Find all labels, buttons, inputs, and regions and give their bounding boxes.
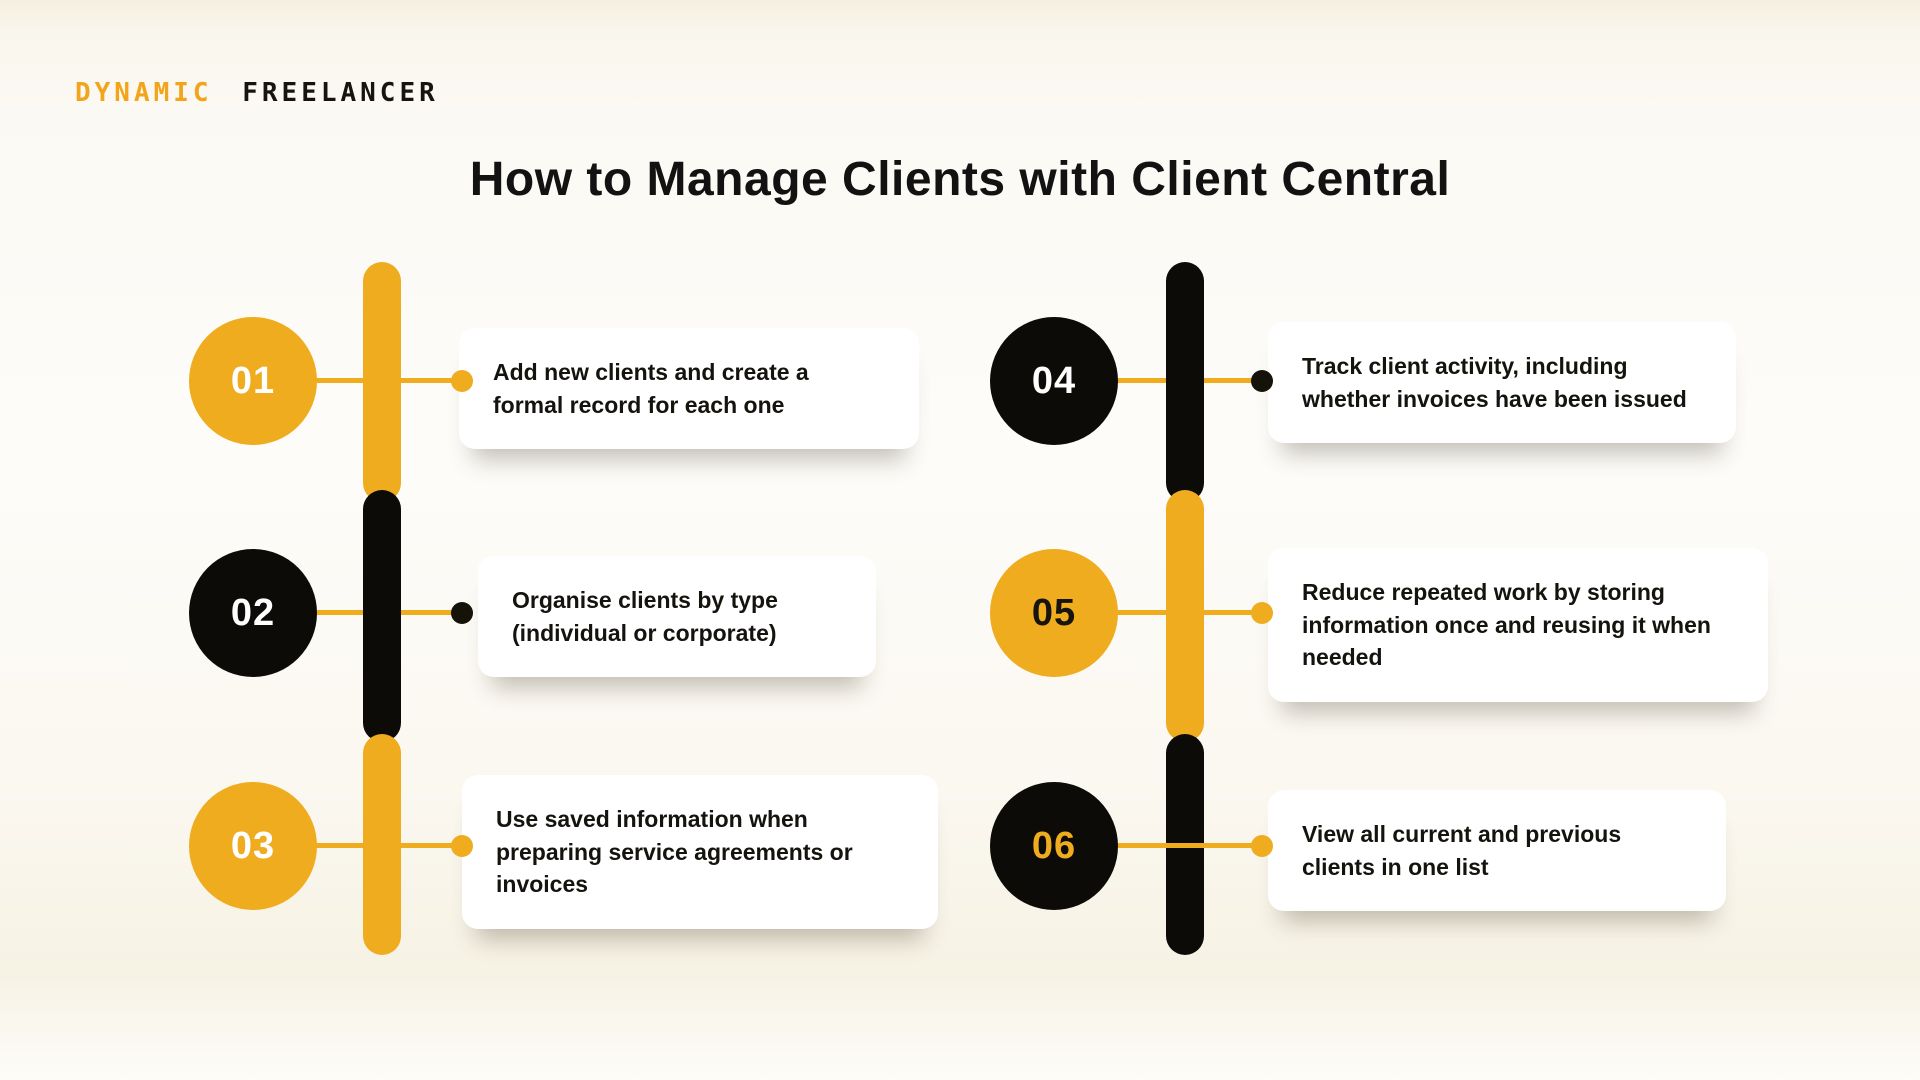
step-number: 03 (230, 824, 276, 867)
step-number: 05 (1031, 591, 1077, 634)
step-number-circle: 03 (189, 782, 317, 910)
step-card: Reduce repeated work by storing informat… (1268, 548, 1768, 702)
step-number-circle: 05 (990, 549, 1118, 677)
brand-logo: DYNAMIC FREELANCER (75, 78, 439, 108)
step-number: 02 (230, 591, 276, 634)
connector-dot (451, 370, 473, 392)
step-text: Reduce repeated work by storing informat… (1302, 579, 1711, 671)
connector-line (1054, 378, 1262, 383)
bar-segment (1166, 490, 1204, 742)
step-card: View all current and previous clients in… (1268, 790, 1726, 912)
connector-dot (1251, 835, 1273, 857)
bar-segment (363, 262, 401, 502)
connector-dot (451, 602, 473, 624)
step-number-circle: 01 (189, 317, 317, 445)
step-number-circle: 04 (990, 317, 1118, 445)
bar-segment (363, 490, 401, 742)
connector-line (253, 378, 462, 383)
connector-dot (1251, 602, 1273, 624)
step-number-circle: 06 (990, 782, 1118, 910)
brand-logo-freelancer: FREELANCER (242, 78, 439, 108)
connector-line (253, 610, 462, 615)
step-number: 01 (230, 359, 276, 402)
step-text: Track client activity, including whether… (1302, 353, 1687, 412)
brand-logo-dynamic: DYNAMIC (75, 78, 213, 108)
bar-segment (1166, 262, 1204, 502)
page-title: How to Manage Clients with Client Centra… (469, 153, 1451, 206)
bar-segment (363, 734, 401, 955)
step-card: Add new clients and create a formal reco… (459, 328, 919, 450)
connector-line (1054, 610, 1262, 615)
step-text: Add new clients and create a formal reco… (493, 359, 809, 418)
step-text: Organise clients by type (individual or … (512, 587, 778, 646)
connector-line (253, 843, 462, 848)
step-number: 06 (1031, 824, 1077, 867)
step-number-circle: 02 (189, 549, 317, 677)
connector-dot (451, 835, 473, 857)
timeline-bar-right (1166, 262, 1204, 955)
step-text: Use saved information when preparing ser… (496, 806, 853, 898)
step-card: Track client activity, including whether… (1268, 322, 1736, 444)
step-number: 04 (1031, 359, 1077, 402)
timeline-bar-left (363, 262, 401, 955)
step-card: Organise clients by type (individual or … (478, 556, 876, 678)
connector-dot (1251, 370, 1273, 392)
step-card: Use saved information when preparing ser… (462, 775, 938, 929)
connector-line (1054, 843, 1262, 848)
step-text: View all current and previous clients in… (1302, 821, 1622, 880)
